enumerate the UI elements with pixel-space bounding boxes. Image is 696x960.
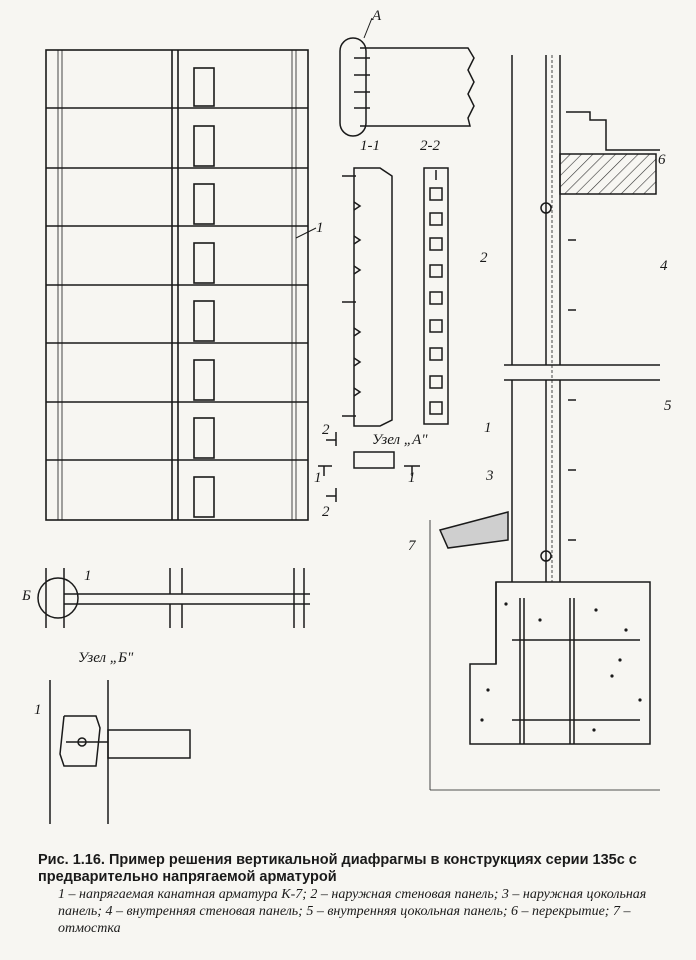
callout-2: 2 [480,250,488,266]
concrete-dots [480,602,642,732]
node-a-detail [318,432,420,502]
caption-title: Рис. 1.16. Пример решения вертикальной д… [38,852,637,885]
node-b-title: Узел „Б" [78,650,134,666]
node-a-plan [339,17,475,137]
callout-1-elevation: 1 [316,220,324,236]
vertical-section [429,55,660,791]
node-b-marker: Б [21,588,31,604]
cut-mark-1-right: 1 [408,470,416,486]
callout-1-section: 1 [484,420,492,436]
wall-plan [37,568,310,628]
figure-caption: Рис. 1.16. Пример решения вертикальной д… [38,852,678,937]
section-1-1-label: 1-1 [360,138,380,154]
node-a-marker: А [371,8,382,24]
callout-7: 7 [408,538,417,554]
node-b-detail [49,680,191,824]
cut-mark-2-bottom: 2 [322,504,330,520]
section-2-2 [423,167,449,425]
node-a-title: Узел „А" [372,432,428,448]
technical-drawing: 1 А 1-1 2-2 [21,8,672,824]
callout-1-node-b: 1 [34,702,42,718]
callout-4: 4 [660,258,668,274]
section-1-1 [342,167,393,427]
caption-legend: 1 – напрягаемая канатная арматура К-7; 2… [58,887,647,936]
cut-mark-2-top: 2 [322,422,330,438]
callout-3: 3 [485,468,494,484]
callout-1-plan: 1 [84,568,92,584]
wall-elevation [45,49,317,521]
cut-mark-1-left: 1 [314,470,322,486]
callout-6: 6 [658,152,666,168]
section-2-2-label: 2-2 [420,138,440,154]
callout-5: 5 [664,398,672,414]
